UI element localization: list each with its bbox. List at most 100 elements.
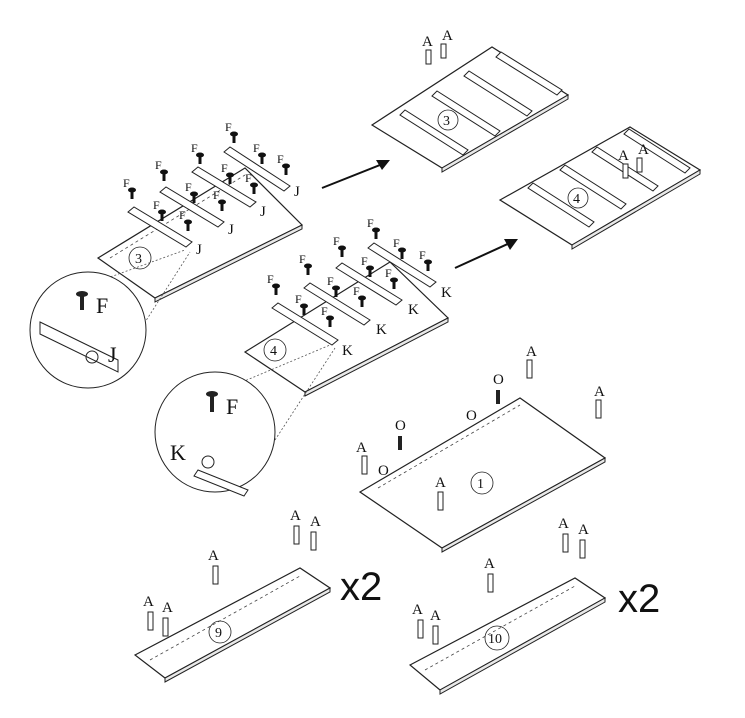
- screw-f-icon: F: [179, 208, 192, 231]
- callout-k: F K: [154, 344, 336, 497]
- panel-9-assembly: 9 A A A A A x2: [133, 508, 382, 683]
- panel-10-board: [408, 577, 607, 691]
- p10-label-a-3: A: [484, 556, 495, 572]
- panel-3-result-edge: [441, 94, 569, 173]
- screw-f-label: F: [225, 120, 232, 134]
- result-3-rail-1: [399, 109, 469, 156]
- p9-dowel-1: [147, 611, 154, 631]
- slide-k-3: [335, 262, 403, 306]
- screw-f-icon: F: [155, 158, 168, 181]
- callout-j-slide: [39, 321, 119, 373]
- panel-3-number: 3: [135, 252, 142, 267]
- panel-4-number-circle: [263, 338, 287, 362]
- screw-f-label: F: [179, 208, 186, 222]
- screw-f-icon: F: [277, 152, 290, 175]
- panel-10-number-circle: [484, 625, 510, 651]
- p9-label-a-1: A: [143, 594, 154, 610]
- result-3-rail-4: [495, 51, 563, 96]
- p10-dowel-4: [562, 533, 569, 553]
- callout-k-label-f: F: [226, 394, 238, 419]
- panel-9-number: 9: [215, 626, 222, 641]
- p1-label-o-2: O: [378, 463, 389, 479]
- screw-f-icon: F: [419, 248, 432, 271]
- slide-k-1: [271, 302, 339, 346]
- screw-f-icon: F: [361, 254, 374, 277]
- p10-dowel-5: [579, 539, 586, 559]
- label-k-2: K: [376, 322, 387, 338]
- result-4-rail-1: [527, 182, 595, 228]
- panel-10-assembly: 10 A A A A A x2: [408, 516, 660, 695]
- panel-1-assembly: 1 A A A A O O O O: [356, 344, 607, 553]
- screw-f-label: F: [185, 180, 192, 194]
- screw-f-label: F: [385, 266, 392, 280]
- p1-dowel-4: [595, 399, 602, 419]
- callout-k-leader-1: [234, 344, 331, 386]
- screw-f-icon: F: [327, 274, 340, 297]
- screw-f-icon: F: [221, 161, 234, 184]
- arrow-to-panel-3: [321, 160, 390, 189]
- result-3-dowel-1: [425, 49, 432, 65]
- panel-10-edge: [439, 597, 606, 695]
- result-3-rail-2: [431, 90, 501, 137]
- callout-k-slide: [193, 469, 249, 497]
- label-j-1: J: [196, 242, 202, 258]
- label-k-1: K: [342, 343, 353, 359]
- p10-label-a-1: A: [412, 602, 423, 618]
- screw-f-icon: F: [225, 120, 238, 143]
- result-4-rail-2: [559, 164, 627, 210]
- panel-9-edge: [164, 587, 331, 683]
- label-k-4: K: [441, 285, 452, 301]
- label-j-4: J: [294, 184, 300, 200]
- screw-f-label: F: [213, 188, 220, 202]
- screw-f-label: F: [353, 284, 360, 298]
- p1-label-a-3: A: [526, 344, 537, 360]
- screw-f-icon: F: [267, 272, 280, 295]
- screw-f-label: F: [361, 254, 368, 268]
- screw-f-label: F: [393, 236, 400, 250]
- callout-j-leader-2: [139, 251, 191, 331]
- result-3-number: 3: [443, 114, 450, 129]
- slide-k-4: [367, 242, 437, 288]
- screw-f-icon: F: [367, 216, 380, 239]
- p1-label-o-1: O: [395, 418, 406, 434]
- callout-j-screw-icon: [76, 291, 88, 310]
- screw-f-icon: F: [299, 252, 312, 275]
- p1-label-o-4: O: [466, 408, 477, 424]
- screw-f-icon: F: [295, 292, 308, 315]
- panel-3-result: 3 A A: [370, 28, 570, 173]
- callout-j: F J: [29, 249, 191, 389]
- p1-dowel-2: [437, 491, 444, 511]
- screw-f-label: F: [153, 198, 160, 212]
- screw-f-label: F: [333, 234, 340, 248]
- screw-f-label: F: [299, 252, 306, 266]
- result-4-number-circle: [567, 187, 589, 209]
- result-4-rail-4: [623, 128, 691, 174]
- p1-cam-1: [398, 436, 402, 450]
- slide-j-4: [223, 146, 291, 192]
- result-3-number-circle: [437, 109, 459, 131]
- p1-label-a-4: A: [594, 384, 605, 400]
- screw-f-icon: F: [333, 234, 346, 257]
- callout-k-label-k: K: [170, 440, 186, 465]
- result-4-label-a-1: A: [618, 148, 629, 164]
- result-3-label-a-2: A: [442, 28, 453, 44]
- slide-j-2: [159, 186, 225, 228]
- screw-f-icon: F: [253, 141, 266, 164]
- p1-label-a-2: A: [435, 475, 446, 491]
- p10-dowel-2: [432, 625, 439, 645]
- p9-label-a-2: A: [162, 600, 173, 616]
- screw-f-label: F: [253, 141, 260, 155]
- p1-dowel-3: [526, 359, 533, 379]
- p9-label-a-4: A: [290, 508, 301, 524]
- label-k-3: K: [408, 302, 419, 318]
- screw-f-icon: F: [321, 304, 334, 327]
- panel-3-edge: [154, 224, 303, 303]
- panel-4-result: 4 A A: [498, 126, 702, 250]
- p9-dowel-5: [310, 531, 317, 551]
- screw-f-label: F: [221, 161, 228, 175]
- panel-10-groove: [424, 585, 576, 671]
- screw-f-label: F: [321, 304, 328, 318]
- result-4-dowel-2: [636, 157, 643, 173]
